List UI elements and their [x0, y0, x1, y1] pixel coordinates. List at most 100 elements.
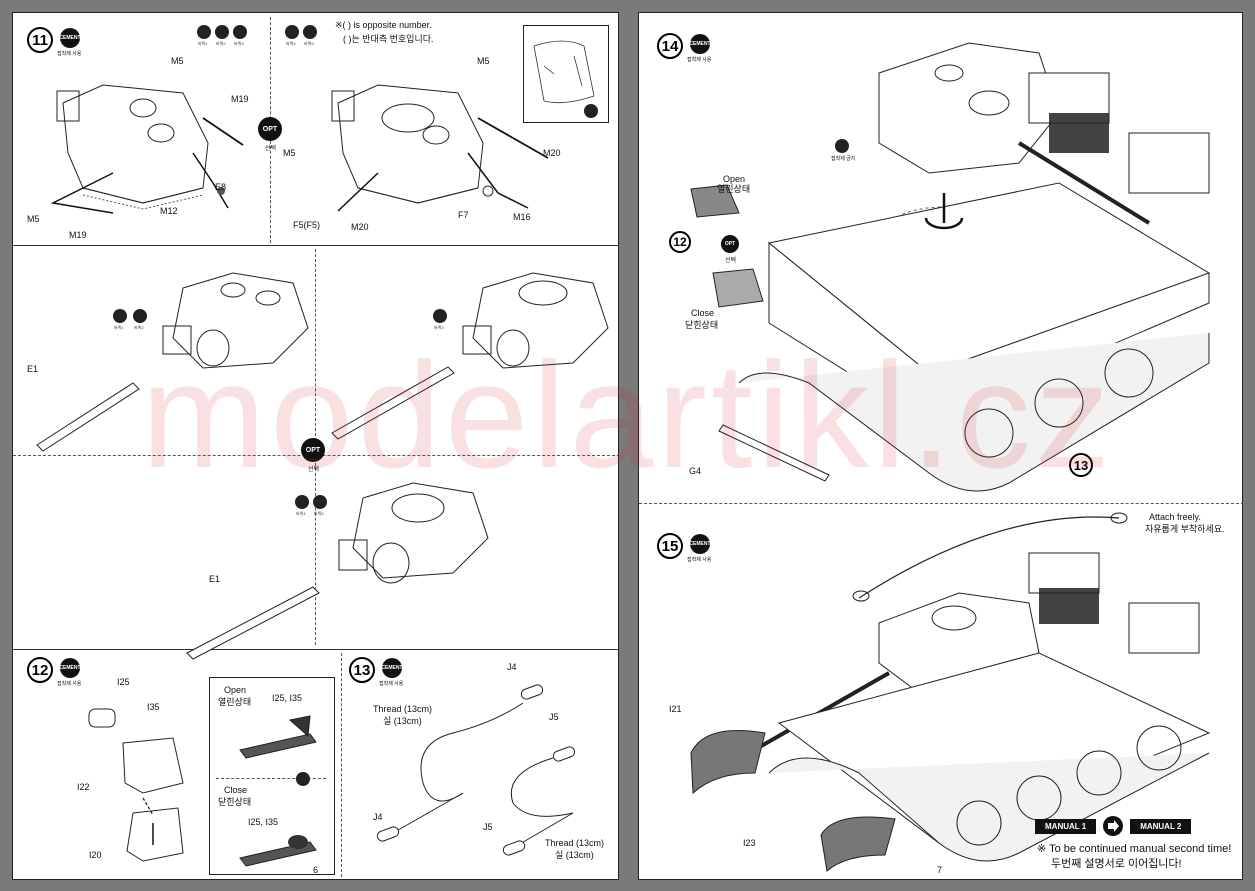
wheel-chip-4	[285, 25, 299, 39]
wheel-chip-5	[303, 25, 317, 39]
barrel-part-e1-a	[36, 382, 140, 452]
part-i23-drawing	[820, 816, 896, 872]
part-label-f5: F5(F5)	[293, 220, 320, 230]
barrel-chip-1	[113, 309, 127, 323]
opt-caption-11: 선택	[265, 146, 277, 152]
turret-drawing-11a	[50, 84, 244, 214]
thread-label-2: Thread (13cm)	[545, 838, 605, 848]
part-g4-drawing	[718, 424, 830, 482]
cement-icon-15: CEMENT	[689, 534, 711, 554]
no-cement-caption: 접착제 금지	[831, 156, 856, 162]
cement-icon: CEMENT	[59, 28, 81, 48]
part-label-j5-b: J5	[483, 822, 493, 832]
close-opt-chip	[296, 772, 310, 786]
opposite-number-note: ※( ) is opposite number.	[335, 20, 432, 30]
tow-cable-drawing	[376, 684, 576, 856]
thread-label-2-ko: 실 (13cm)	[555, 850, 594, 860]
part-label-e1-b: E1	[209, 574, 221, 584]
close-label: Close	[224, 785, 248, 795]
part-label-m5-d: M5	[283, 148, 296, 158]
wheel-chip-2-label: 바퀴2	[216, 41, 226, 46]
tank-final-drawing-15	[748, 552, 1211, 862]
part-i21-drawing	[690, 730, 766, 795]
open-label: Open	[224, 685, 247, 695]
barrel-part-e1-c	[186, 586, 320, 660]
opt-badge-barrel: OPT	[301, 438, 325, 462]
right-page: 14 CEMENT 접착제 사용 접착제 금지 G4 Open 열린상태 12 …	[638, 12, 1243, 880]
barrel-chip-3-label: 바퀴3	[434, 325, 444, 330]
page-number-left: 6	[313, 865, 319, 875]
opt-badge-14: OPT	[721, 235, 739, 253]
close-label-ko: 닫힌상태	[218, 797, 252, 807]
wheel-chip-3	[233, 25, 247, 39]
close-hatch-drawing	[239, 835, 317, 867]
continued-note-ko: 두번째 설명서로 이어집니다!	[1051, 858, 1182, 870]
attach-freely-label: Attach freely.	[1149, 512, 1201, 522]
part-label-m16: M16	[513, 212, 531, 222]
step-14-badge: 14	[657, 33, 683, 59]
part-label-j4-b: J4	[373, 812, 383, 822]
cement-icon-12: CEMENT	[59, 658, 81, 678]
no-cement-icon	[835, 139, 849, 153]
opt-badge-11: OPT	[258, 117, 282, 141]
divider-step11	[13, 245, 618, 246]
open-label-14-ko: 열린상태	[717, 184, 751, 194]
barrel-chip-2-label: 바퀴2	[134, 325, 144, 330]
part-label-e8: E8	[215, 182, 227, 192]
barrel-chip-2	[133, 309, 147, 323]
manual-1-label: MANUAL 1	[1035, 818, 1097, 834]
page-number-right: 7	[937, 865, 943, 875]
part-label-m20-b: M20	[351, 222, 369, 232]
inset-drawing	[533, 40, 595, 104]
close-hatch-inset	[712, 268, 764, 308]
divider-step12	[13, 649, 618, 650]
cement-caption-13: 접착제 사용	[379, 681, 404, 687]
part-label-m19: M19	[231, 94, 249, 104]
part-label-j4: J4	[507, 662, 517, 672]
turret-with-barrel-b	[462, 272, 609, 369]
divider-step14	[639, 503, 1242, 504]
left-page: 11 CEMENT 접착제 사용 바퀴1 바퀴2 바퀴3 바퀴4 바퀴5 ※( …	[12, 12, 619, 880]
inset-opt-chip	[584, 104, 598, 118]
wheel-chip-1-label: 바퀴1	[198, 41, 208, 46]
turret-drawing-11b	[331, 84, 549, 212]
wheel-chip-2	[215, 25, 229, 39]
part-label-m12: M12	[160, 206, 178, 216]
attach-freely-label-ko: 자유롭게 부착하세요.	[1145, 524, 1225, 534]
divider-step13-vertical	[341, 653, 342, 877]
part-label-i20: I20	[89, 850, 102, 860]
thread-label-ko: 실 (13cm)	[383, 716, 422, 726]
tow-cable-15	[852, 512, 1128, 602]
thread-label: Thread (13cm)	[373, 704, 433, 714]
manual-2-label: MANUAL 2	[1130, 818, 1192, 834]
part-label-i22: I22	[77, 782, 90, 792]
cement-caption-15: 접착제 사용	[687, 557, 712, 563]
cement-caption: 접착제 사용	[57, 51, 82, 57]
part-label-i21: I21	[669, 704, 682, 714]
barrel-chip-5-label: 바퀴5	[314, 511, 324, 516]
wheel-chip-5-label: 바퀴5	[304, 41, 314, 46]
step-11-badge: 11	[27, 27, 53, 53]
part-label-m20: M20	[543, 148, 561, 158]
wheel-chip-3-label: 바퀴3	[234, 41, 244, 46]
barrel-chip-4-label: 바퀴4	[296, 511, 306, 516]
part-label-i23: I23	[743, 838, 756, 848]
continued-note: ※ To be continued manual second time!	[1037, 843, 1232, 855]
step-12-badge: 12	[27, 657, 53, 683]
step-13-badge: 13	[349, 657, 375, 683]
part-label-e1: E1	[27, 364, 39, 374]
part-label-j5: J5	[549, 712, 559, 722]
part-label-f7: F7	[458, 210, 469, 220]
close-label-14: Close	[691, 308, 715, 318]
close-part-label: I25, I35	[248, 817, 279, 827]
part-label-i35: I35	[147, 702, 160, 712]
open-label-14: Open	[723, 174, 746, 184]
cement-icon-14: CEMENT	[689, 34, 711, 54]
manual-transition: MANUAL 1 MANUAL 2	[1035, 815, 1192, 837]
sub-step-12-badge: 12	[669, 231, 691, 253]
open-close-box: Open 열린상태 I25, I35 Close 닫힌상태 I25, I35	[209, 677, 335, 875]
open-hatch-inset	[690, 184, 740, 218]
cement-caption-14: 접착제 사용	[687, 57, 712, 63]
turret-with-barrel-a	[162, 272, 309, 369]
open-close-divider	[216, 778, 326, 779]
